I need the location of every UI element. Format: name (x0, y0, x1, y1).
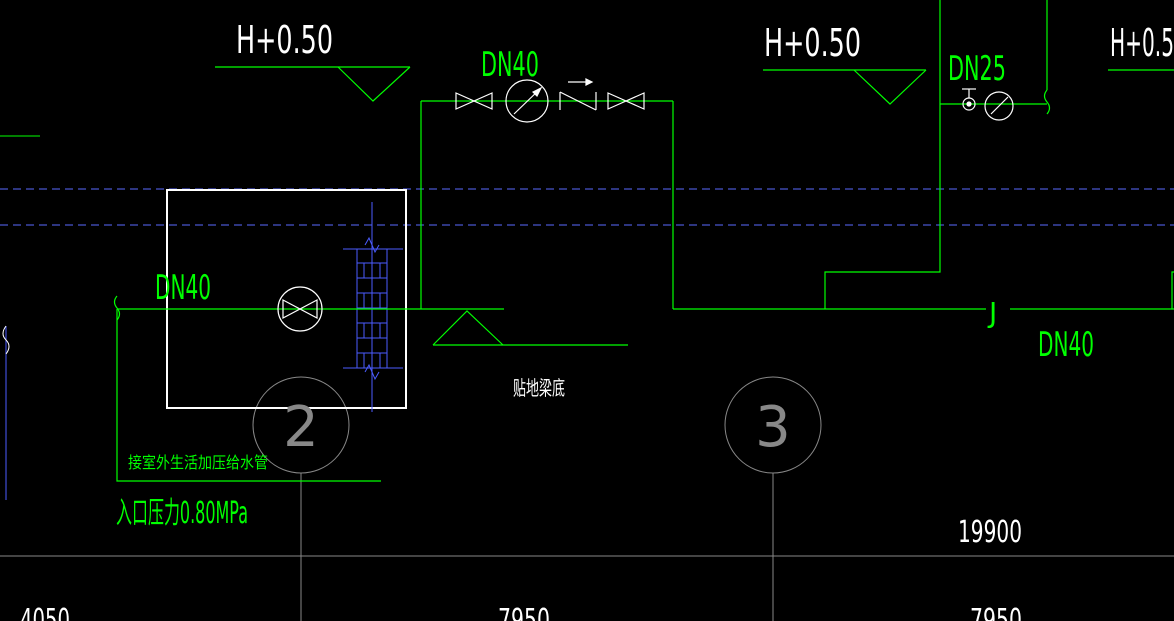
left-break-symbol (2, 325, 10, 355)
axis-lines (0, 376, 1174, 621)
beam-dashed-lines (0, 188, 1174, 226)
valve-half (472, 92, 493, 110)
pipe-size-label-right: DN40 (1038, 325, 1094, 365)
dimension-bottom-3: 7950 (970, 603, 1022, 621)
gauge-needle-tip (531, 86, 543, 98)
dimension-bottom-2: 7950 (498, 603, 550, 621)
valve-center (966, 101, 972, 107)
check-valve-diag (559, 91, 597, 111)
axis-label-2: 2 (283, 395, 319, 460)
valve-half (455, 92, 476, 110)
labels: H+0.50 H+0.50 H+0.5 DN40 DN25 DN40 DN40 … (20, 18, 1174, 621)
pipe-bypass-loop (824, 0, 941, 309)
box-valve-icon (277, 286, 323, 332)
axis-label-3: 3 (755, 395, 791, 460)
wall-break-symbols (364, 236, 380, 381)
elevation-label-left: H+0.50 (236, 18, 333, 62)
pipe-size-label-top-left: DN40 (481, 45, 539, 85)
elevation-label-mid: H+0.50 (764, 21, 861, 65)
beam-triangle (432, 310, 504, 346)
pipe-code-label: J (987, 296, 997, 329)
valve-half (624, 92, 645, 110)
pipes (113, 0, 1174, 482)
wall-bricks (357, 249, 387, 368)
equipment-box (166, 189, 407, 409)
check-valve-icon (559, 78, 597, 111)
pipe-size-label-left: DN40 (155, 268, 211, 308)
gauge-needle (990, 96, 1009, 115)
right-valve-assembly (962, 88, 1014, 121)
break-zigzag-top (364, 236, 380, 254)
axis-bubble-3 (724, 376, 822, 474)
left-edge-fragments (0, 135, 40, 500)
elev-triangle-left (337, 66, 411, 102)
wall-section (343, 202, 403, 412)
valve-half (282, 299, 302, 319)
top-valve-assembly (455, 78, 645, 123)
axis-bubble-2 (252, 376, 350, 474)
globe-valve-icon (962, 88, 976, 111)
gauge-dial (505, 79, 549, 123)
gauge-dial (984, 91, 1014, 121)
valve-half (607, 92, 628, 110)
pressure-gauge-small-icon (984, 91, 1014, 121)
pipe-right-edge-stub (1171, 271, 1174, 309)
break-zigzag-bottom (364, 363, 380, 381)
gate-valve-2-icon (607, 92, 645, 110)
valve-body (962, 97, 976, 111)
beam-note: 贴地梁底 (513, 376, 565, 400)
box-valve-circle (277, 286, 323, 332)
pipe-break-left (113, 295, 121, 321)
pipe-break-right (1043, 89, 1051, 115)
pipe-note: 接室外生活加压给水管 (128, 453, 268, 472)
flow-arrow-head (585, 78, 594, 86)
valve-half (298, 299, 318, 319)
dimension-total: 19900 (958, 515, 1022, 550)
elevation-markers (215, 66, 1174, 346)
inlet-pressure-note: 入口压力0.80MPa (116, 496, 248, 531)
gate-valve-1-icon (455, 92, 493, 110)
elevation-label-right: H+0.5 (1110, 21, 1174, 65)
elev-triangle-mid (853, 69, 927, 105)
pressure-gauge-icon (505, 79, 549, 123)
dimension-bottom-1: 4050 (20, 603, 70, 621)
pipe-size-label-top-right: DN25 (948, 49, 1006, 89)
pipe-inlet-drop (116, 309, 381, 482)
